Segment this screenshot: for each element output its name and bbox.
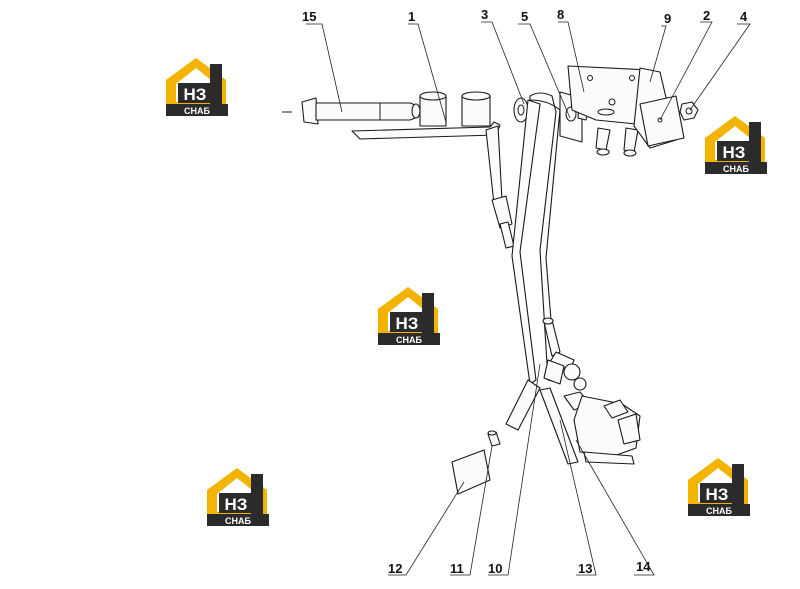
callout-8: 8 [557, 7, 564, 22]
callout-1: 1 [408, 9, 415, 24]
part-15-pin [301, 97, 421, 125]
part-14-pedal-assembly [563, 363, 641, 465]
watermark-logo-1: НЗ СНАБ [166, 58, 228, 116]
watermark-logo-2: НЗ СНАБ [705, 116, 767, 174]
part-4-nut [679, 101, 699, 121]
part-1-pedal-arm [351, 91, 515, 249]
callout-14: 14 [636, 559, 651, 574]
leader-lines [306, 21, 751, 576]
logo-sub-text: СНАБ [706, 506, 732, 516]
part-2-side-plate [639, 95, 685, 147]
callout-15: 15 [302, 9, 316, 24]
callout-10: 10 [488, 561, 502, 576]
callout-11: 11 [450, 561, 464, 576]
part-11-screw [487, 430, 501, 447]
logo-main-text: НЗ [706, 485, 729, 504]
logo-main-text: НЗ [184, 85, 207, 104]
watermark-logo-4: НЗ СНАБ [207, 468, 269, 526]
logo-sub-text: СНАБ [225, 516, 251, 526]
callout-4: 4 [740, 9, 748, 24]
callout-12: 12 [388, 561, 402, 576]
logo-sub-text: СНАБ [184, 106, 210, 116]
watermark-logo-3: НЗ СНАБ [378, 287, 440, 345]
logo-main-text: НЗ [225, 495, 248, 514]
callout-9: 9 [664, 11, 671, 26]
part-13-rod [539, 317, 579, 465]
callout-13: 13 [578, 561, 592, 576]
logo-sub-text: СНАБ [723, 164, 749, 174]
watermark-logo-5: НЗ СНАБ [688, 458, 750, 516]
callout-2: 2 [703, 8, 710, 23]
logo-main-text: НЗ [723, 143, 746, 162]
part-12-pad [451, 449, 491, 495]
callout-5: 5 [521, 9, 528, 24]
logo-sub-text: СНАБ [396, 335, 422, 345]
callout-3: 3 [481, 7, 488, 22]
logo-main-text: НЗ [396, 314, 419, 333]
